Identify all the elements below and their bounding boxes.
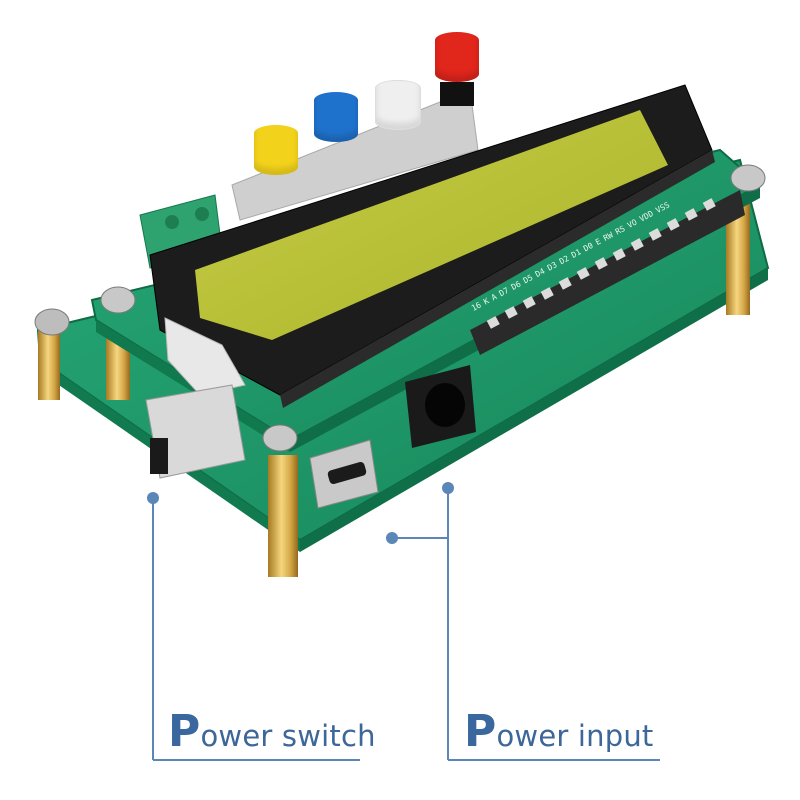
power-switch-text: ower switch	[200, 719, 376, 753]
red-button[interactable]	[435, 32, 479, 82]
power-switch-initial: P	[168, 706, 201, 757]
blue-button[interactable]	[314, 92, 358, 142]
power-input-initial: P	[464, 706, 497, 757]
power-input-label: Power input	[464, 706, 654, 757]
red-button-stem	[440, 82, 474, 106]
power-input-text: ower input	[496, 719, 654, 753]
power-switch-label: Power switch	[168, 706, 376, 757]
yellow-button[interactable]	[254, 125, 298, 175]
white-button[interactable]	[375, 80, 421, 130]
